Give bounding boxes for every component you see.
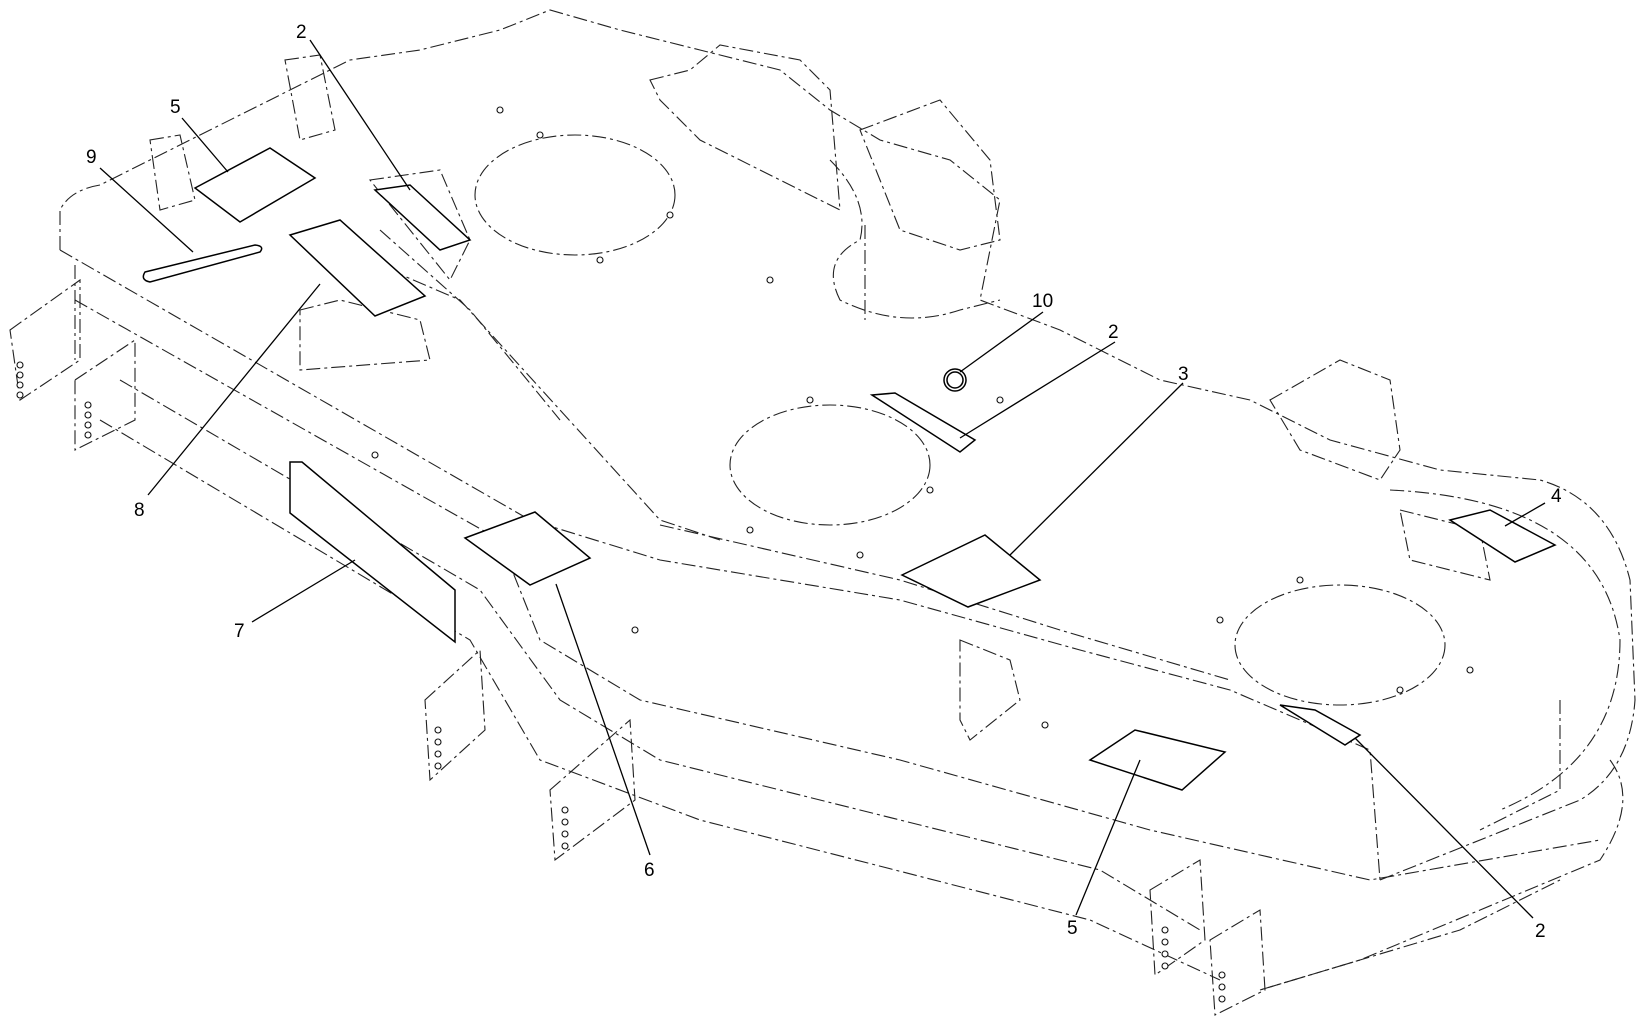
- callout-2-right: 2: [1535, 921, 1546, 942]
- decal-2-right: [1279, 704, 1362, 746]
- decal-3: [900, 534, 1042, 608]
- callout-9: 9: [86, 147, 97, 168]
- decals: [142, 147, 1557, 791]
- callout-6: 6: [644, 860, 655, 881]
- decal-2-center: [869, 392, 977, 453]
- callout-5-right: 5: [1067, 918, 1078, 939]
- callout-4: 4: [1551, 486, 1562, 507]
- decal-5-right: [1088, 729, 1227, 791]
- decal-9: [142, 244, 263, 283]
- callout-2-top: 2: [296, 22, 307, 43]
- decal-8: [288, 219, 427, 317]
- leader-lines: [99, 39, 1546, 919]
- callout-labels: 2 5 9 8 7 6 10 2 3 4 5 2: [86, 22, 1562, 942]
- callout-10: 10: [1032, 291, 1053, 312]
- callout-3: 3: [1178, 364, 1189, 385]
- callout-5-left: 5: [170, 97, 181, 118]
- decal-4: [1448, 509, 1557, 563]
- decal-2-top: [373, 184, 472, 251]
- mounting-holes: [16, 106, 1474, 1003]
- decal-6: [463, 511, 592, 586]
- callout-2-center: 2: [1108, 322, 1119, 343]
- decal-5-left: [193, 147, 317, 223]
- callout-7: 7: [234, 621, 245, 642]
- decal-7: [289, 461, 456, 644]
- callout-8: 8: [134, 500, 145, 521]
